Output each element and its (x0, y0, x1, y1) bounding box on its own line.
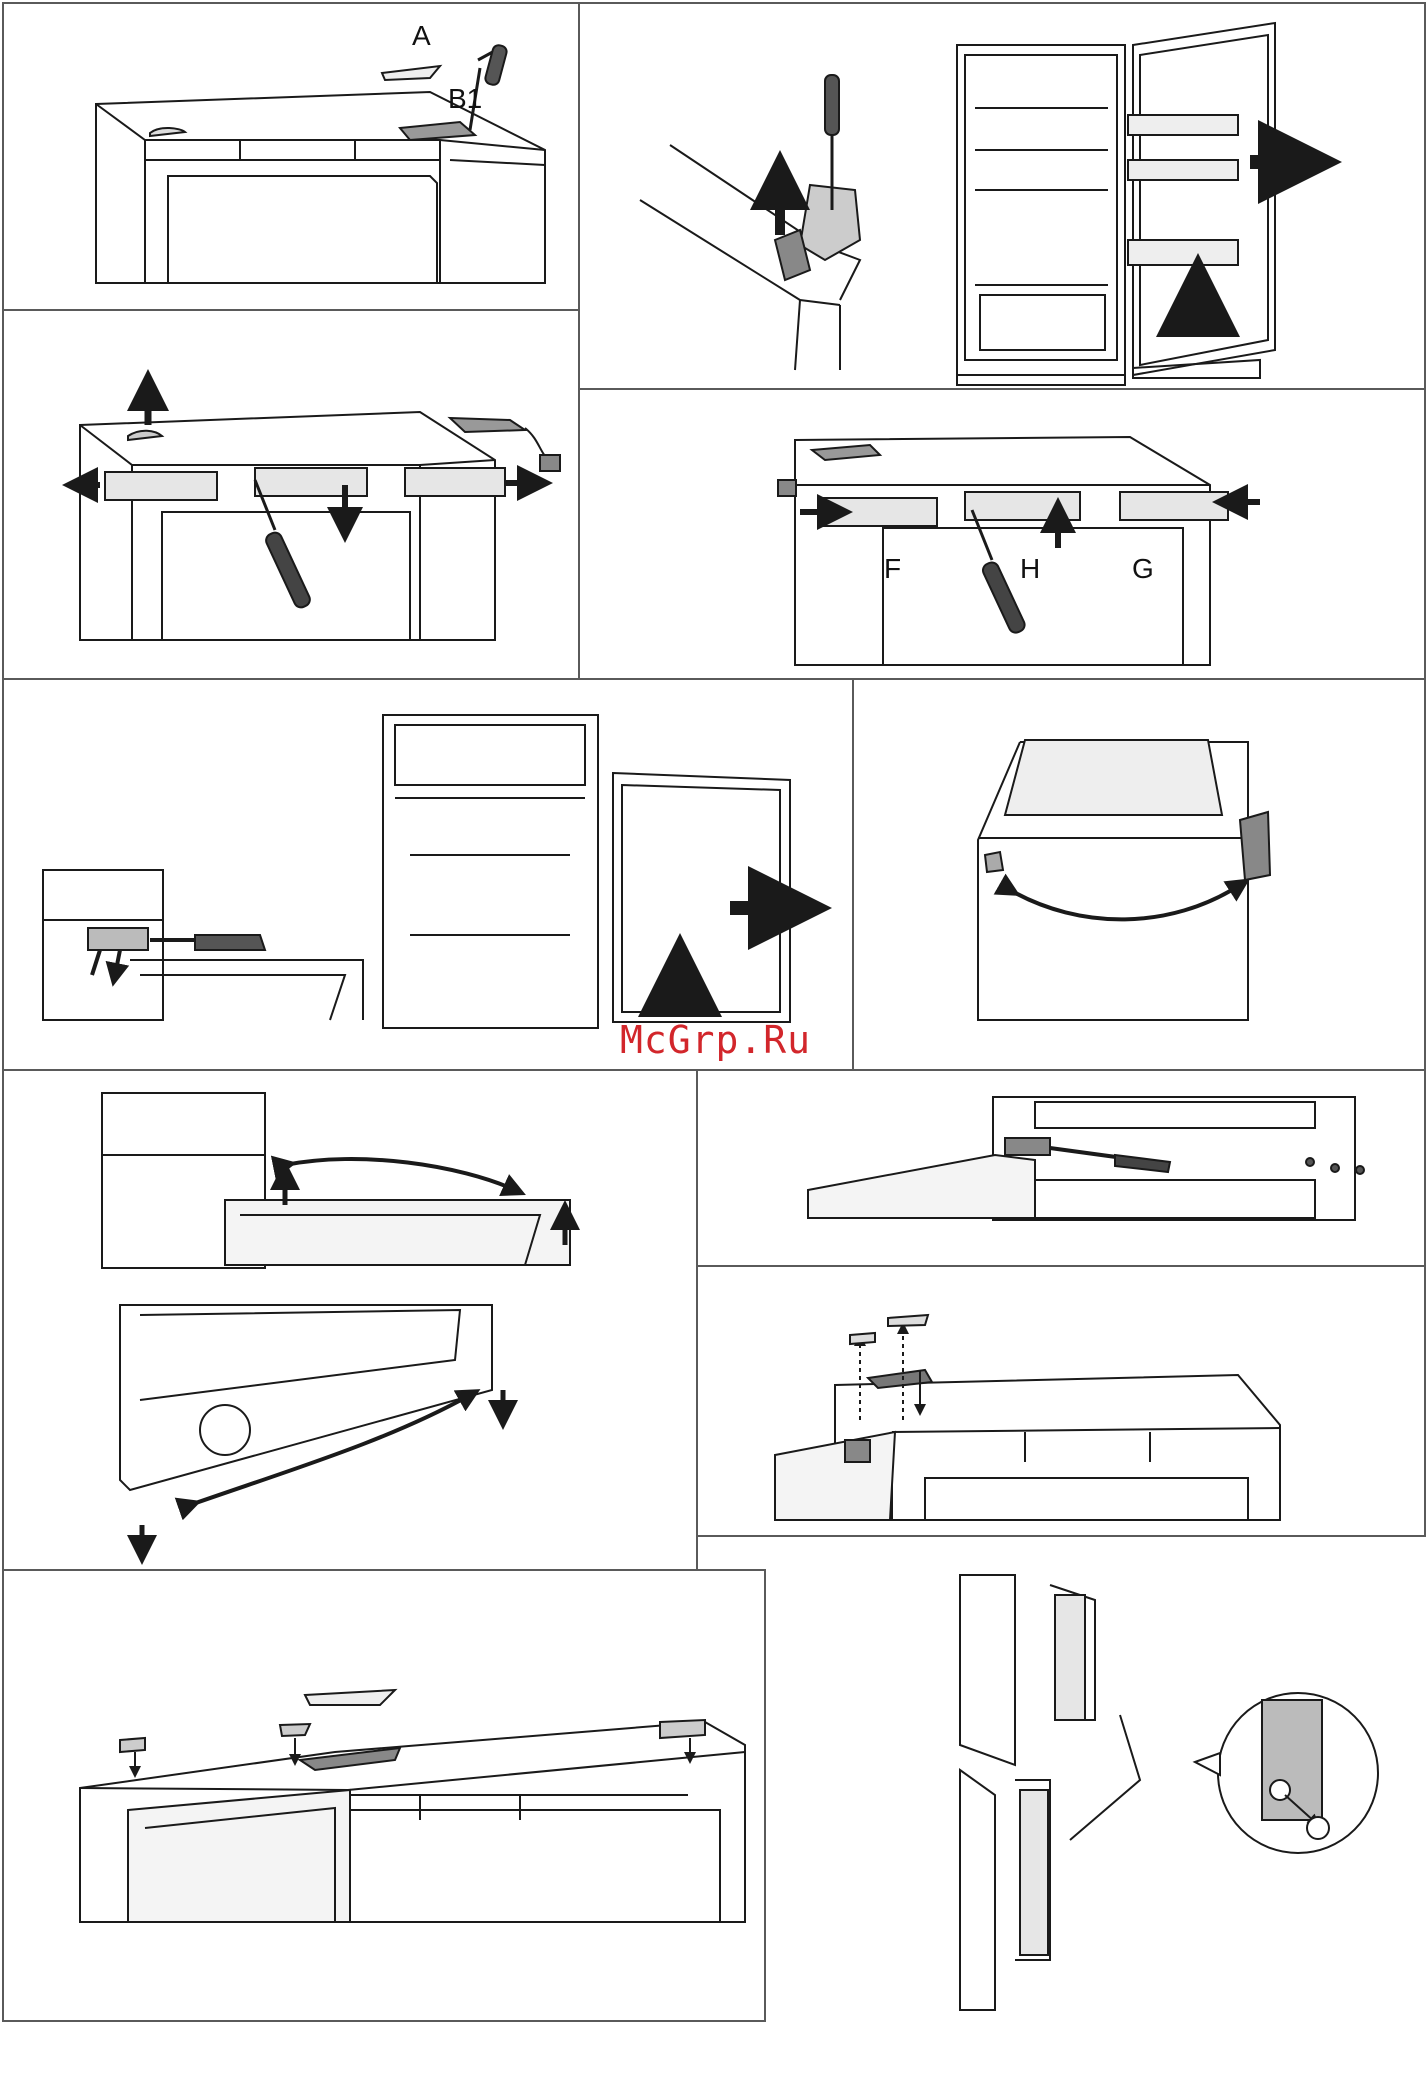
panel-5-bottom-hinge (43, 715, 790, 1028)
panel-3-remove-panels (80, 390, 560, 640)
label-panel-g: G (1132, 555, 1154, 583)
panel-6-door-swing (978, 740, 1270, 1020)
panel-4-refit-panels (778, 437, 1260, 665)
panel-1-hinge-cover (96, 44, 545, 283)
panel-11-handles (960, 1575, 1378, 2010)
panel-10-covers-refit (80, 1690, 745, 1922)
label-hinge-cover: A (412, 22, 431, 50)
label-hinge: B1 (448, 85, 482, 113)
panel-8-refit-hinge (808, 1097, 1364, 1220)
panel-2-hinge-unscrew (640, 75, 860, 370)
label-panel-f: F (884, 555, 901, 583)
panel-7-door-pins (102, 1093, 570, 1550)
panel-2-fridge-open (957, 23, 1300, 385)
panel-9-top-hinge-refit (775, 1315, 1280, 1520)
watermark-text: McGrp.Ru (620, 1018, 811, 1062)
label-panel-h: H (1020, 555, 1040, 583)
